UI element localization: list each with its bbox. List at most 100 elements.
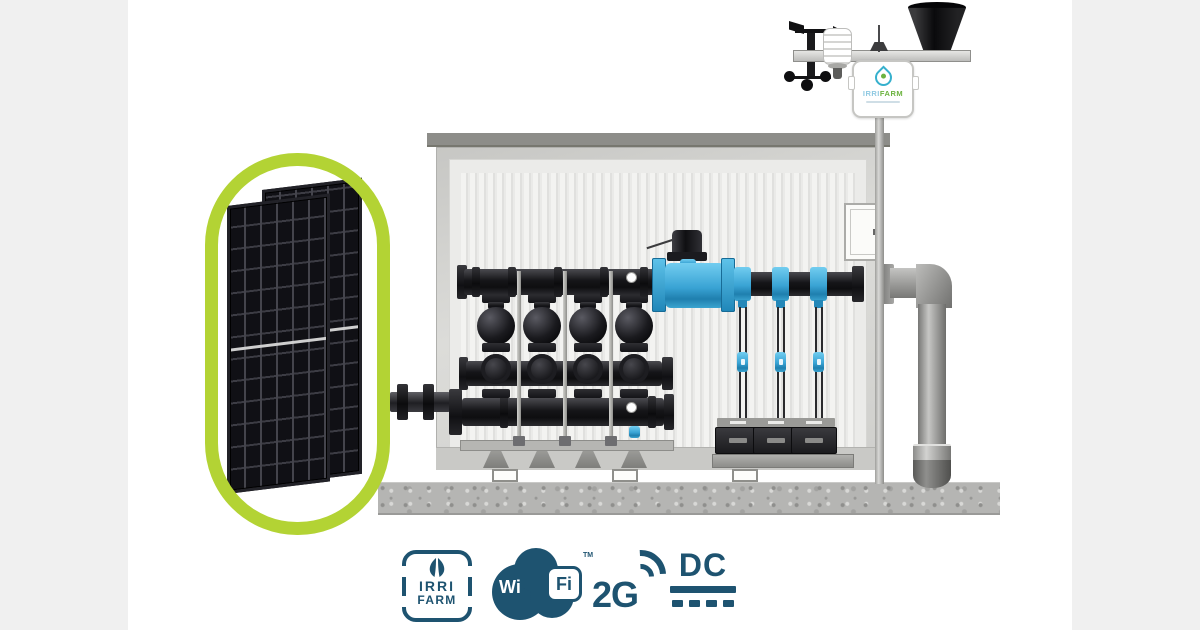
leaf-drop-icon	[429, 558, 445, 577]
pump-cap-label	[806, 421, 822, 424]
flange	[482, 389, 510, 398]
telemetry-tagline	[866, 101, 900, 103]
pipe-bell	[913, 460, 951, 488]
flange	[574, 343, 602, 352]
irrifarm-badge: IRRI FARM	[401, 550, 473, 622]
injection-tee	[734, 267, 751, 301]
dc-dashed-line	[668, 600, 738, 607]
pipe-neck	[534, 302, 550, 309]
pipe-ring	[554, 267, 562, 297]
filter-branch	[477, 294, 515, 400]
outlet-pipe-vertical	[918, 304, 946, 448]
flange	[528, 294, 556, 303]
inlet-flange	[397, 384, 408, 420]
stand-foot	[575, 451, 601, 468]
telemetry-box-tab	[848, 76, 855, 90]
flange	[482, 343, 510, 352]
filter-sphere	[477, 307, 515, 345]
tee-stub	[814, 300, 823, 308]
pump-label	[805, 438, 823, 443]
top-manifold-end-cap	[457, 265, 467, 299]
flange	[574, 294, 602, 303]
valve-window	[740, 359, 745, 365]
antenna-needle	[878, 25, 880, 52]
filter-sphere	[615, 307, 653, 345]
antenna-base	[870, 42, 888, 51]
tee-stub	[738, 300, 747, 308]
small-sensor	[629, 426, 640, 438]
foundation-slab	[378, 482, 1000, 515]
badge-notch	[401, 566, 409, 577]
filter-branch	[523, 294, 561, 400]
butterfly-valve	[481, 354, 511, 384]
flange	[574, 389, 602, 398]
container-foot	[612, 469, 638, 482]
meter-flange	[721, 258, 735, 312]
brand-farm: FARM	[879, 89, 904, 98]
flange	[620, 343, 648, 352]
badge-notch	[465, 596, 473, 607]
pump-house-roof	[427, 133, 890, 147]
butterfly-valve	[527, 354, 557, 384]
flange	[482, 294, 510, 303]
control-rod	[609, 271, 613, 441]
pipe-ring	[472, 267, 480, 297]
pipe-neck	[488, 302, 504, 309]
mid-pipe-end-cap	[662, 357, 673, 390]
rod-foot	[605, 436, 617, 446]
anemometer-cup-arm	[787, 76, 831, 79]
anemometer-cup	[820, 71, 831, 82]
pipe-ring	[600, 267, 608, 297]
badge-line2: FARM	[417, 593, 457, 607]
panel-latch	[873, 229, 876, 235]
wifi-badge: Fi Wi TM	[490, 548, 593, 622]
radiation-shield	[823, 28, 852, 65]
shield-base-disc	[828, 63, 847, 69]
anemometer-cup	[801, 79, 813, 91]
flange	[528, 389, 556, 398]
pressure-gauge	[626, 402, 637, 413]
flange	[620, 389, 648, 398]
rod-foot	[559, 436, 571, 446]
outlet-elbow	[916, 264, 952, 308]
pump-cap-label	[768, 421, 784, 424]
butterfly-valve	[573, 354, 603, 384]
telemetry-box-tab	[912, 76, 919, 90]
stand-foot	[483, 451, 509, 468]
control-rod	[517, 271, 521, 441]
container-foot	[492, 469, 518, 482]
badge-line1: IRRI	[419, 578, 455, 594]
anemometer-cup	[784, 71, 795, 82]
weather-mast	[875, 50, 884, 484]
pipe-coupling	[913, 444, 951, 464]
telemetry-box: IRRIFARM	[852, 60, 914, 118]
pipe-ring	[500, 396, 508, 428]
control-rod	[563, 271, 567, 441]
wifi-fi-box: Fi	[546, 566, 582, 602]
valve-window	[816, 359, 821, 365]
dc-power-badge: DC	[668, 548, 738, 614]
distribution-pipe	[735, 272, 857, 296]
pipe-neck	[626, 302, 642, 309]
pressure-gauge	[626, 272, 637, 283]
flange	[528, 343, 556, 352]
pump-cap	[717, 418, 759, 427]
flange	[620, 294, 648, 303]
pipe-ring	[648, 396, 656, 428]
wifi-wi-text: Wi	[499, 577, 521, 597]
filter-sphere	[569, 307, 607, 345]
rain-gauge	[908, 7, 966, 53]
pipe-ring	[640, 267, 648, 297]
stand-foot	[621, 451, 647, 468]
pipe-neck	[580, 302, 596, 309]
pump-label	[767, 438, 785, 443]
butterfly-valve	[619, 354, 649, 384]
wind-vane-arm	[795, 29, 835, 33]
shield-sensor	[833, 68, 842, 79]
filter-sphere	[523, 307, 561, 345]
dc-label: DC	[678, 547, 728, 583]
pump-cap	[793, 418, 835, 427]
pump-cap	[755, 418, 797, 427]
check-valve	[813, 352, 824, 372]
